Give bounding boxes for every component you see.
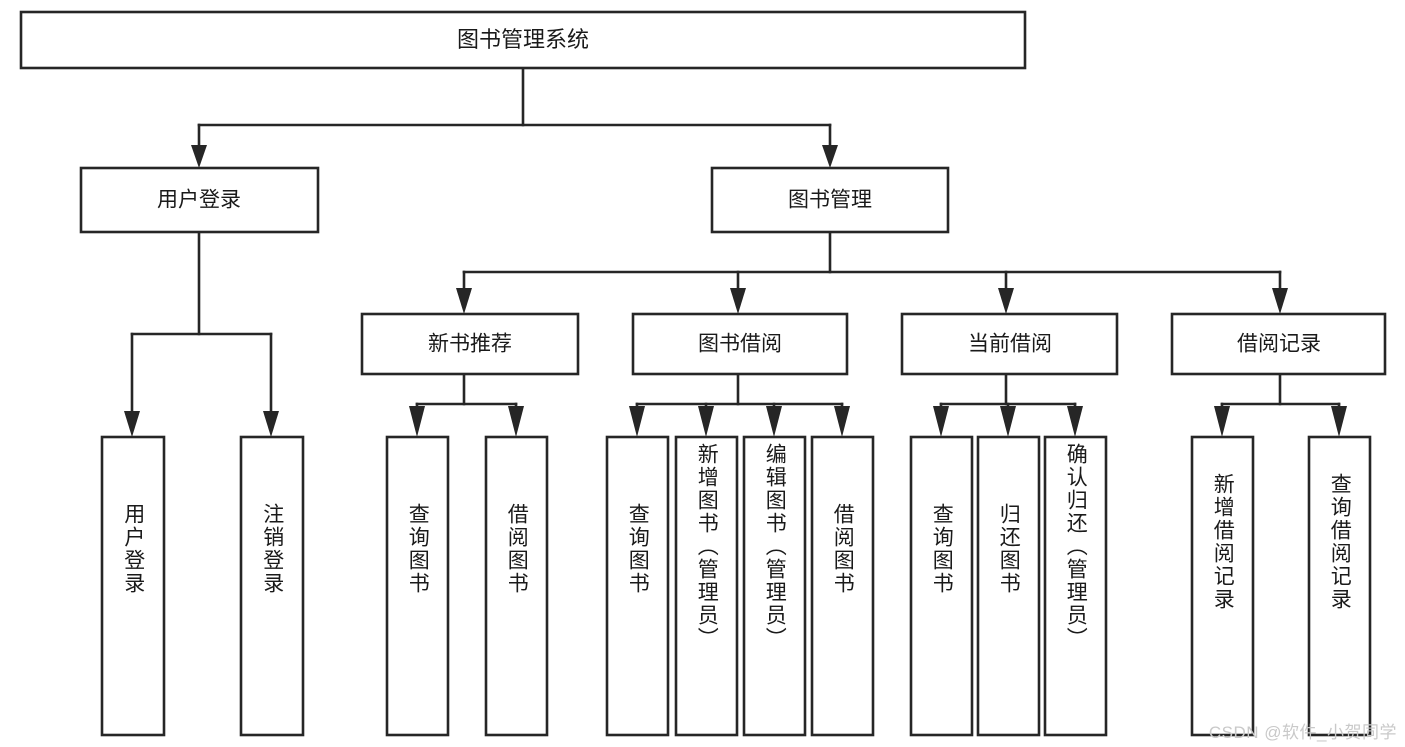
leaf-box-return-book[interactable] bbox=[976, 435, 1041, 737]
arrow-head-leaf-borrow-book-2 bbox=[834, 406, 850, 437]
leaf-box-edit-book[interactable] bbox=[742, 435, 807, 737]
node-borrow-record[interactable]: 借阅记录 bbox=[1170, 312, 1387, 376]
arrow-head-book-borrow bbox=[730, 288, 746, 314]
arrow-head-leaf-query-book-3 bbox=[933, 406, 949, 437]
edges-user-login-to-leaves bbox=[124, 230, 279, 437]
arrow-head-borrow-record bbox=[1272, 288, 1288, 314]
leaf-box-user-login[interactable] bbox=[100, 435, 166, 737]
leaf-box-borrow-book-1[interactable] bbox=[484, 435, 549, 737]
node-root[interactable]: 图书管理系统 bbox=[19, 10, 1027, 70]
arrow-head-leaf-confirm-return bbox=[1067, 406, 1083, 437]
arrow-head-leaf-query-book-1 bbox=[409, 406, 425, 437]
edges-new-book-rec-to-leaves bbox=[409, 372, 524, 437]
arrow-head-leaf-user-login bbox=[124, 411, 140, 437]
node-current-borrow-label: 当前借阅 bbox=[968, 333, 1052, 356]
node-user-login-box[interactable] bbox=[79, 166, 320, 234]
leaf-box-query-book-1[interactable] bbox=[385, 435, 450, 737]
node-user-login-label: 用户登录 bbox=[157, 189, 241, 212]
edges-current-borrow-to-leaves bbox=[933, 372, 1083, 437]
arrow-head-user-login bbox=[191, 145, 207, 168]
node-book-borrow[interactable]: 图书借阅 bbox=[631, 312, 849, 376]
arrow-head-leaf-borrow-book-1 bbox=[508, 406, 524, 437]
node-user-login[interactable]: 用户登录 bbox=[79, 166, 320, 234]
arrow-head-leaf-return-book bbox=[1000, 406, 1016, 437]
edges-book-borrow-to-leaves bbox=[629, 372, 850, 437]
leaf-box-add-book[interactable] bbox=[674, 435, 739, 737]
leaf-box-query-book-2[interactable] bbox=[605, 435, 670, 737]
node-root-box[interactable] bbox=[19, 10, 1027, 70]
leaf-boxes bbox=[100, 435, 1372, 737]
arrow-head-leaf-logout-login bbox=[263, 411, 279, 437]
node-current-borrow-box[interactable] bbox=[900, 312, 1119, 376]
leaf-box-query-record[interactable] bbox=[1307, 435, 1372, 737]
arrow-head-leaf-add-record bbox=[1214, 406, 1230, 437]
csdn-watermark: CSDN @软件_小贺同学 bbox=[1208, 723, 1397, 742]
leaf-box-logout-login[interactable] bbox=[239, 435, 305, 737]
node-borrow-record-label: 借阅记录 bbox=[1237, 333, 1321, 356]
arrow-head-current-borrow bbox=[998, 288, 1014, 314]
arrow-head-leaf-query-book-2 bbox=[629, 406, 645, 437]
node-book-borrow-label: 图书借阅 bbox=[698, 333, 782, 356]
arrow-head-new-book-rec bbox=[456, 288, 472, 314]
leaf-box-query-book-3[interactable] bbox=[909, 435, 974, 737]
leaf-box-confirm-return[interactable] bbox=[1043, 435, 1108, 737]
leaf-box-borrow-book-2[interactable] bbox=[810, 435, 875, 737]
node-current-borrow[interactable]: 当前借阅 bbox=[900, 312, 1119, 376]
node-book-manage[interactable]: 图书管理 bbox=[710, 166, 950, 234]
edges-root-to-level2 bbox=[191, 66, 838, 168]
node-new-book-rec-box[interactable] bbox=[360, 312, 580, 376]
node-new-book-rec[interactable]: 新书推荐 bbox=[360, 312, 580, 376]
edges-borrow-record-to-leaves bbox=[1214, 372, 1347, 437]
leaf-box-add-record[interactable] bbox=[1190, 435, 1255, 737]
node-book-manage-label: 图书管理 bbox=[788, 189, 872, 212]
node-book-borrow-box[interactable] bbox=[631, 312, 849, 376]
arrow-head-leaf-query-record bbox=[1331, 406, 1347, 437]
node-new-book-rec-label: 新书推荐 bbox=[428, 333, 512, 356]
node-book-manage-box[interactable] bbox=[710, 166, 950, 234]
arrow-head-leaf-edit-book bbox=[766, 406, 782, 437]
edges-book-manage-to-level3 bbox=[456, 230, 1288, 314]
node-root-label: 图书管理系统 bbox=[457, 27, 589, 52]
arrow-head-book-manage bbox=[822, 145, 838, 168]
arrow-head-leaf-add-book bbox=[698, 406, 714, 437]
node-borrow-record-box[interactable] bbox=[1170, 312, 1387, 376]
